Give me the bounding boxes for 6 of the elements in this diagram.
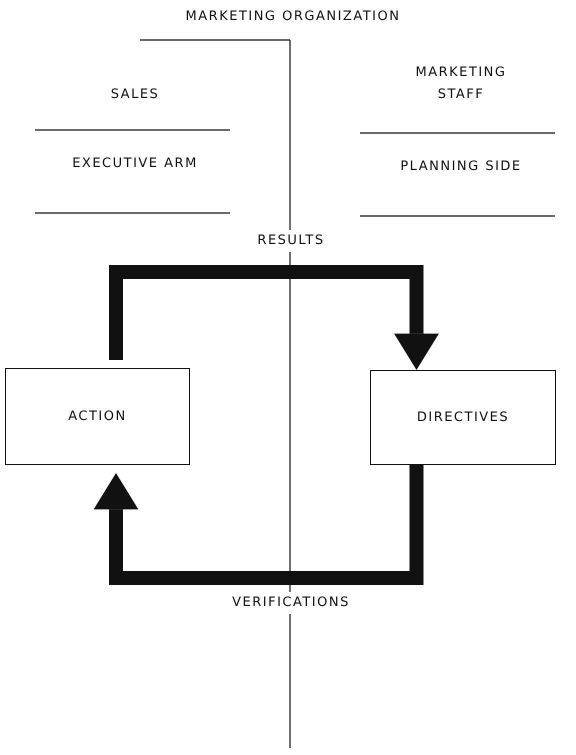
box-label: ACTION: [68, 409, 127, 424]
box-label: DIRECTIVES: [416, 410, 510, 425]
arrow: [109, 265, 439, 370]
process-box: [5, 368, 190, 465]
arrow: [94, 465, 424, 585]
process-box: [370, 370, 556, 465]
